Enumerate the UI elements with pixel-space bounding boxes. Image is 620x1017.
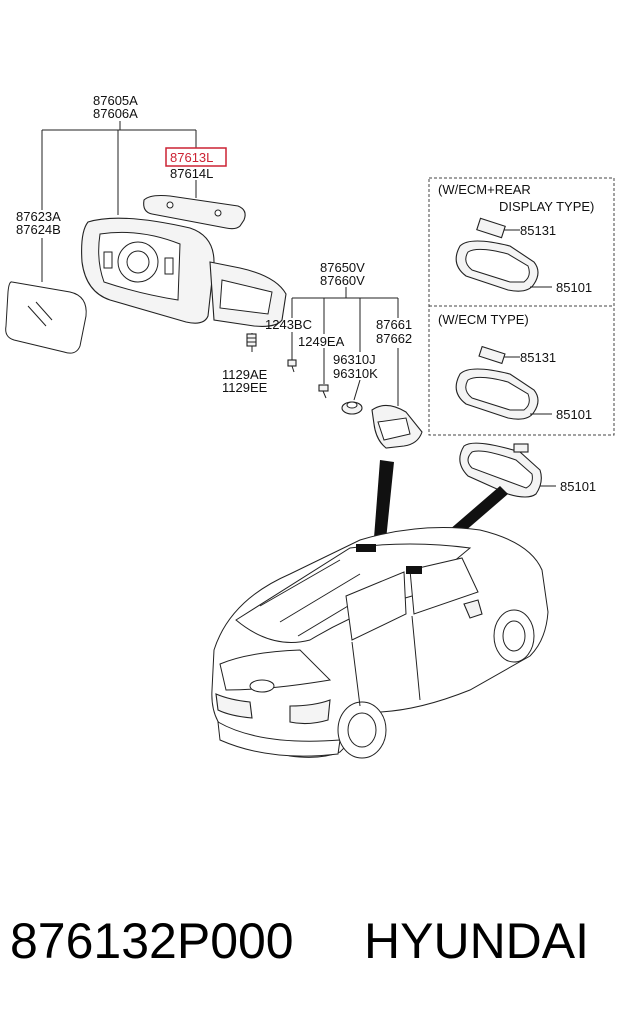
label-87606a: 87606A: [93, 106, 138, 121]
label-87605a: 87605A: [93, 93, 138, 108]
inside-mirror-ecm: [455, 345, 539, 420]
label-96310k: 96310K: [333, 366, 378, 381]
inside-mirror-ecm-rear: [455, 217, 539, 292]
label-85101-b: 85101: [556, 407, 592, 422]
label-87613l: 87613L: [170, 150, 213, 165]
mirror-body: [81, 217, 287, 327]
inside-mirror-standard: [459, 442, 542, 498]
mirror-assembly-leaders: [41, 121, 253, 352]
car-illustration: [211, 527, 549, 759]
inside-mirror-mount-leaders: [291, 287, 399, 406]
box-title-ecm-rear-2: DISPLAY TYPE): [499, 199, 594, 214]
label-87661: 87661: [376, 317, 412, 332]
label-1129ae: 1129AE: [222, 367, 268, 382]
label-1243bc: 1243BC: [265, 317, 312, 332]
label-85131-a: 85131: [520, 223, 556, 238]
label-87660v: 87660V: [320, 273, 365, 288]
bolt-1249ea: [318, 384, 329, 399]
label-85101-a: 85101: [556, 280, 592, 295]
label-87650v: 87650V: [320, 260, 365, 275]
label-87662: 87662: [376, 331, 412, 346]
screw-1129ae: [246, 333, 257, 347]
box-title-ecm-type: (W/ECM TYPE): [438, 312, 529, 327]
label-1249ea: 1249EA: [298, 334, 345, 349]
mount-cover-87661: [371, 404, 423, 449]
label-87623a: 87623A: [16, 209, 61, 224]
footer-brand: HYUNDAI: [364, 913, 589, 969]
mirror-cover: [143, 194, 246, 230]
label-85101-c: 85101: [560, 479, 596, 494]
bolt-1243bc: [287, 359, 297, 373]
sensor-96310j: [341, 401, 363, 415]
label-96310j: 96310J: [333, 352, 376, 367]
footer-part-number: 876132P000: [10, 913, 294, 969]
mirror-glass: [5, 281, 87, 354]
label-87614l: 87614L: [170, 166, 213, 181]
box-title-ecm-rear-1: (W/ECM+REAR: [438, 182, 531, 197]
highlight-box: [165, 147, 227, 167]
label-85131-b: 85131: [520, 350, 556, 365]
label-87624b: 87624B: [16, 222, 61, 237]
label-1129ee: 1129EE: [222, 380, 268, 395]
